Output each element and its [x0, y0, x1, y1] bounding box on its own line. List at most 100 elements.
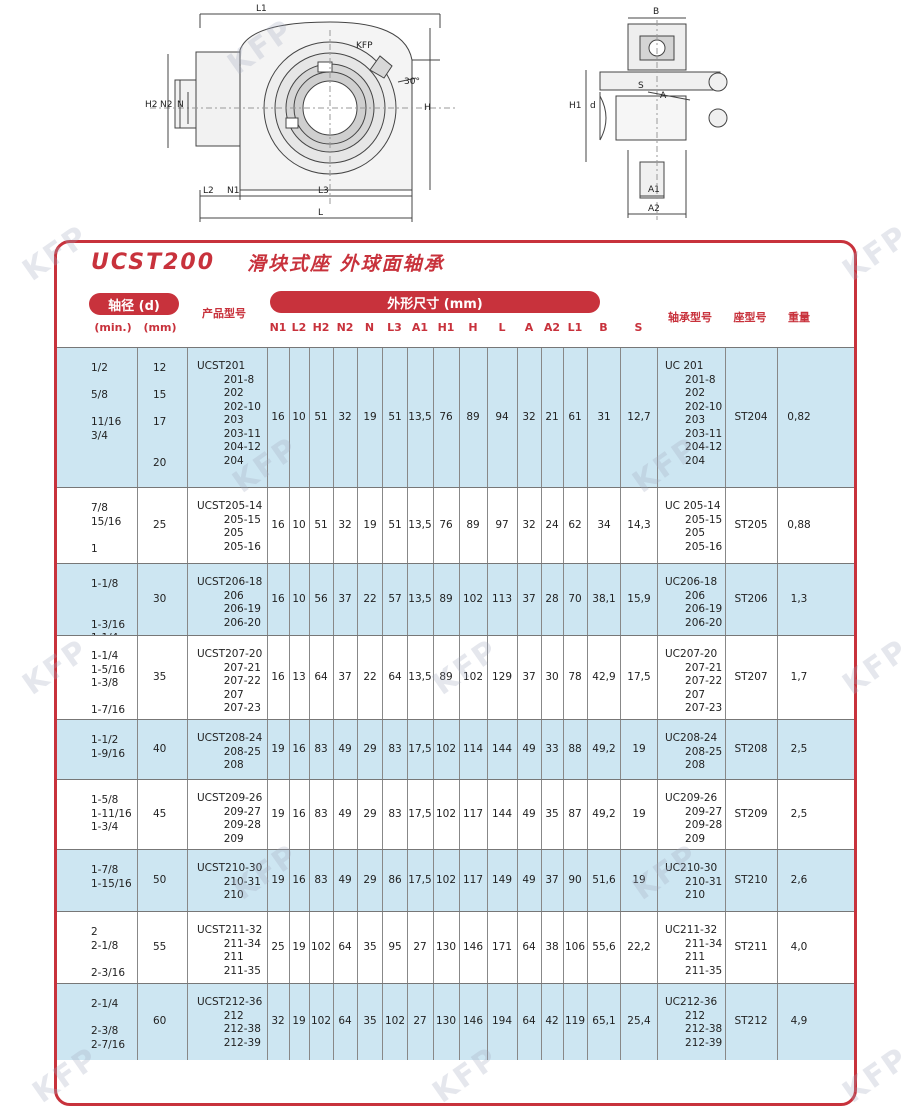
- weight-cell: 4,0: [790, 941, 808, 953]
- dim-N-label: N: [177, 100, 184, 110]
- dim-value-cell: 37: [522, 593, 536, 605]
- header-dim-col: L: [498, 321, 506, 334]
- dim-value-cell: 13,5: [408, 593, 432, 605]
- dim-value-cell: 29: [363, 743, 377, 755]
- header-dim-col: N1: [269, 321, 287, 334]
- header-product-model: 产品型号: [202, 307, 246, 320]
- dim-value-cell: 86: [388, 874, 402, 886]
- dim-value-cell: 56: [314, 593, 328, 605]
- shaft-diameter-pill: 轴径 (d): [89, 293, 179, 315]
- dim-value-cell: 19: [292, 941, 306, 953]
- shaft-mm-cell: 35: [153, 671, 167, 683]
- dim-value-cell: 90: [568, 874, 582, 886]
- dim-value-cell: 149: [491, 874, 513, 886]
- header-shaft-mm: (mm): [143, 321, 177, 334]
- kfp-logo-text: KFP: [356, 41, 373, 51]
- bearing-model-cell: UC208-24 208-25 208: [665, 732, 723, 771]
- dim-value-cell: 83: [388, 808, 402, 820]
- table-title: UCST200 滑块式座 外球面轴承: [91, 248, 445, 276]
- dim-value-cell: 146: [462, 941, 484, 953]
- shaft-inch-cell: 1-1/4 1-5/16 1-3/8 1-7/16: [91, 650, 126, 716]
- dim-value-cell: 64: [314, 671, 328, 683]
- dim-value-cell: 88: [568, 743, 582, 755]
- front-view-drawing: [150, 13, 455, 222]
- dim-value-cell: 144: [491, 743, 513, 755]
- dim-value-cell: 32: [271, 1015, 285, 1027]
- header-dim-col: L2: [291, 321, 307, 334]
- dim-value-cell: 19: [271, 808, 285, 820]
- dim-value-cell: 24: [545, 519, 559, 531]
- dim-value-cell: 17,5: [627, 671, 651, 683]
- dim-value-cell: 49: [338, 743, 352, 755]
- dim-value-cell: 19: [271, 874, 285, 886]
- shaft-mm-cell: 12 15 17 20: [153, 362, 167, 469]
- dim-value-cell: 16: [271, 593, 285, 605]
- housing-model-cell: ST206: [734, 593, 768, 605]
- product-model-cell: UCST205-14 205-15 205 205-16: [197, 500, 263, 553]
- dim-value-cell: 14,3: [627, 519, 651, 531]
- dim-value-cell: 194: [491, 1015, 513, 1027]
- weight-cell: 2,5: [790, 808, 808, 820]
- dim-value-cell: 17,5: [408, 743, 432, 755]
- header-dim-col: H1: [437, 321, 455, 334]
- shaft-inch-cell: 2-1/4 2-3/8 2-7/16: [91, 998, 126, 1051]
- dim-value-cell: 83: [388, 743, 402, 755]
- dim-value-cell: 102: [462, 671, 484, 683]
- dim-value-cell: 19: [363, 519, 377, 531]
- dim-value-cell: 10: [292, 593, 306, 605]
- dim-value-cell: 51: [314, 411, 328, 423]
- dim-value-cell: 13,5: [408, 411, 432, 423]
- dim-value-cell: 114: [462, 743, 484, 755]
- dim-value-cell: 37: [545, 874, 559, 886]
- header-weight: 重量: [788, 311, 810, 324]
- dim-value-cell: 119: [564, 1015, 586, 1027]
- dim-value-cell: 76: [439, 411, 453, 423]
- weight-cell: 0,88: [787, 519, 811, 531]
- shaft-inch-cell: 1/2 5/8 11/16 3/4: [91, 362, 122, 442]
- dim-value-cell: 21: [545, 411, 559, 423]
- dim-value-cell: 51: [314, 519, 328, 531]
- shaft-inch-cell: 1-7/8 1-15/16: [91, 864, 132, 890]
- dim-value-cell: 94: [495, 411, 509, 423]
- dim-value-cell: 10: [292, 411, 306, 423]
- dim-L3-label: L3: [318, 186, 329, 196]
- dim-value-cell: 87: [568, 808, 582, 820]
- dim-L2-label: L2: [203, 186, 214, 196]
- side-view-drawing: [585, 17, 728, 220]
- dim-value-cell: 19: [292, 1015, 306, 1027]
- dim-value-cell: 64: [388, 671, 402, 683]
- dim-value-cell: 102: [384, 1015, 406, 1027]
- table-row: 1-1/8 1-3/16 1-1/430UCST206-18 206 206-1…: [57, 563, 854, 644]
- dim-H1-label: H1: [569, 101, 582, 111]
- dim-value-cell: 27: [413, 1015, 427, 1027]
- dim-value-cell: 35: [363, 1015, 377, 1027]
- shaft-mm-cell: 50: [153, 874, 167, 886]
- dim-value-cell: 117: [462, 874, 484, 886]
- dim-value-cell: 29: [363, 808, 377, 820]
- dim-value-cell: 10: [292, 519, 306, 531]
- dim-value-cell: 19: [632, 874, 646, 886]
- dim-L1-label: L1: [256, 4, 267, 14]
- dim-value-cell: 97: [495, 519, 509, 531]
- header-dim-col: L3: [387, 321, 402, 334]
- dim-value-cell: 49: [522, 874, 536, 886]
- dim-N2-label: N2: [160, 100, 172, 110]
- dim-value-cell: 19: [632, 808, 646, 820]
- dim-value-cell: 12,7: [627, 411, 651, 423]
- front-view-labels: L1 KFP 30° H2 N2 N H L2 N1 L3 L: [145, 4, 431, 218]
- dim-value-cell: 102: [435, 808, 457, 820]
- dim-value-cell: 13,5: [408, 519, 432, 531]
- bearing-model-cell: UC206-18 206 206-19 206-20: [665, 576, 723, 629]
- dim-value-cell: 102: [310, 941, 332, 953]
- dim-value-cell: 19: [363, 411, 377, 423]
- dim-value-cell: 37: [338, 593, 352, 605]
- dim-value-cell: 15,9: [627, 593, 651, 605]
- dim-value-cell: 32: [338, 411, 352, 423]
- dim-value-cell: 49: [338, 874, 352, 886]
- bearing-model-cell: UC211-32 211-34 211 211-35: [665, 924, 723, 977]
- dim-value-cell: 89: [466, 411, 480, 423]
